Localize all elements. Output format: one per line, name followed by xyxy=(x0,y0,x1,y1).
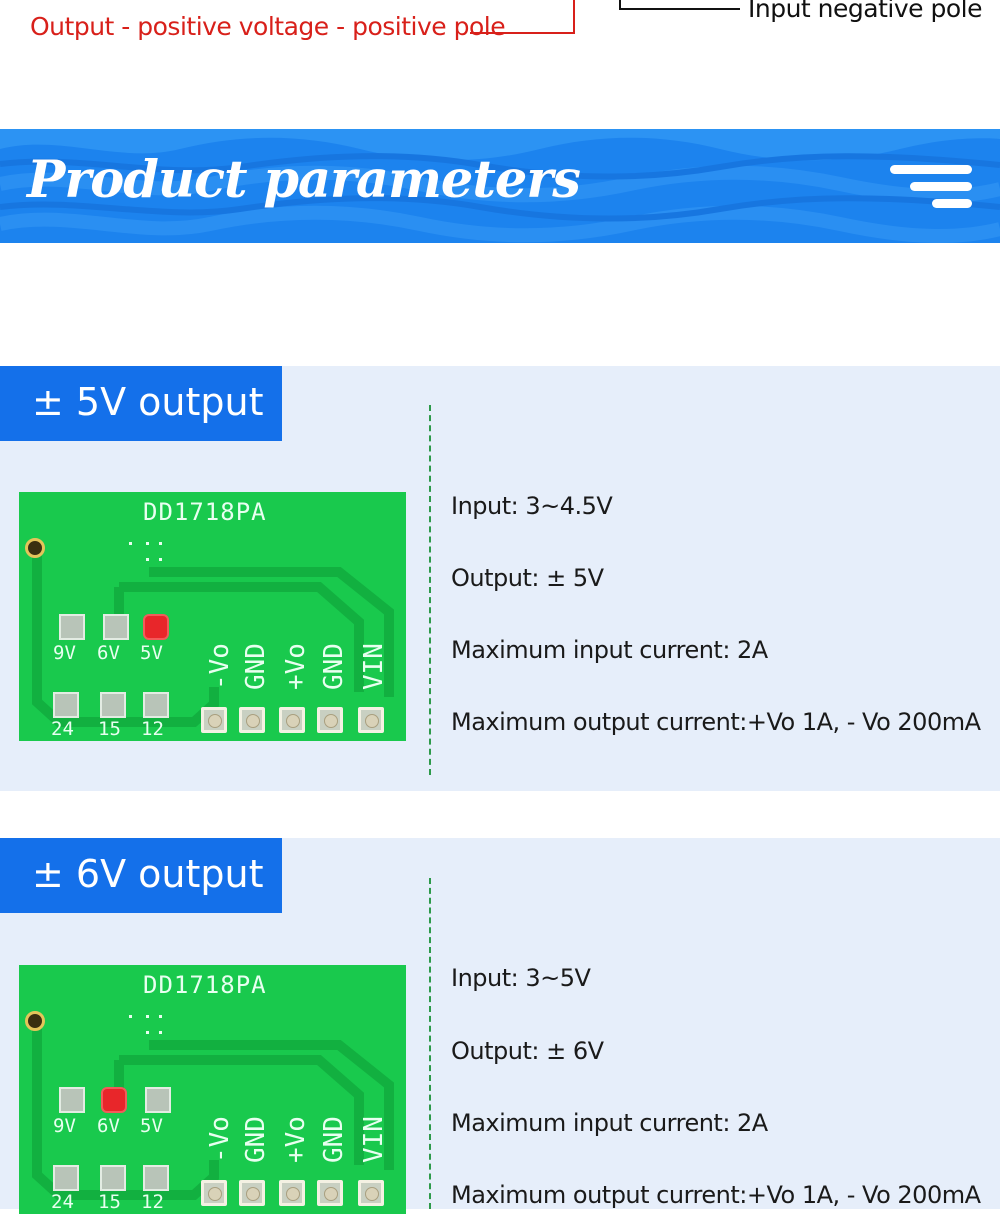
pcb-label-24: 24 xyxy=(51,1191,74,1213)
pin-hole xyxy=(279,1180,305,1206)
pcb-label-9v: 9V xyxy=(53,642,76,664)
annotation-leader-lines xyxy=(470,0,740,34)
pcb-label-12: 12 xyxy=(141,1191,164,1213)
pcb-label-9v: 9V xyxy=(53,1115,76,1137)
pad-24 xyxy=(53,692,79,718)
pcb-label-6v: 6V xyxy=(97,1115,120,1137)
spec-input: Input: 3~4.5V xyxy=(451,492,613,520)
spec-output: Output: ± 6V xyxy=(451,1037,604,1065)
pin-label-gnd-1: GND xyxy=(241,643,271,690)
pcb-label-5v: 5V xyxy=(140,642,163,664)
pcb-label-24: 24 xyxy=(51,718,74,740)
pcb-image: DD1718PA 9V 6V 5V 24 15 12 -Vo GND +Vo G… xyxy=(19,965,406,1214)
pin-label-vin: VIN xyxy=(359,1116,389,1163)
pad-5v xyxy=(145,1087,171,1113)
section-divider xyxy=(429,878,431,1209)
section-tab: ± 6V output xyxy=(0,838,282,913)
spec-output: Output: ± 5V xyxy=(451,564,604,592)
pcb-model-label: DD1718PA xyxy=(143,498,267,526)
pin-label-minus-vo: -Vo xyxy=(205,643,235,690)
pcb-label-12: 12 xyxy=(141,718,164,740)
menu-lines-icon xyxy=(890,165,972,209)
section-tab: ± 5V output xyxy=(0,366,282,441)
pad-12 xyxy=(143,692,169,718)
pin-hole xyxy=(358,1180,384,1206)
input-negative-pole-label: Input negative pole xyxy=(748,0,982,23)
pcb-traces xyxy=(32,1025,394,1200)
pin-hole xyxy=(279,707,305,733)
spec-max-output-current: Maximum output current:+Vo 1A, - Vo 200m… xyxy=(451,1181,981,1209)
pad-9v xyxy=(59,1087,85,1113)
pin-label-gnd-2: GND xyxy=(319,643,349,690)
pad-6v-selected xyxy=(101,1087,127,1113)
pad-12 xyxy=(143,1165,169,1191)
pad-5v-selected xyxy=(143,614,169,640)
pin-label-gnd-2: GND xyxy=(319,1116,349,1163)
pin-hole xyxy=(358,707,384,733)
pad-15 xyxy=(100,1165,126,1191)
pin-label-plus-vo: +Vo xyxy=(281,643,311,690)
section-tab-label: ± 6V output xyxy=(32,852,264,896)
pcb-traces xyxy=(32,552,394,727)
pad-6v xyxy=(103,614,129,640)
pin-label-minus-vo: -Vo xyxy=(205,1116,235,1163)
spec-input: Input: 3~5V xyxy=(451,964,591,992)
pin-label-gnd-1: GND xyxy=(241,1116,271,1163)
spec-max-output-current: Maximum output current:+Vo 1A, - Vo 200m… xyxy=(451,708,981,736)
banner-title: Product parameters xyxy=(27,150,581,210)
pin-hole xyxy=(317,1180,343,1206)
pad-15 xyxy=(100,692,126,718)
pad-24 xyxy=(53,1165,79,1191)
pcb-model-label: DD1718PA xyxy=(143,971,267,999)
pcb-via xyxy=(25,1011,45,1031)
pin-label-plus-vo: +Vo xyxy=(281,1116,311,1163)
pin-label-vin: VIN xyxy=(359,643,389,690)
output-positive-pole-label: Output - positive voltage - positive pol… xyxy=(30,12,506,41)
pin-hole xyxy=(201,707,227,733)
pcb-label-6v: 6V xyxy=(97,642,120,664)
pcb-label-5v: 5V xyxy=(140,1115,163,1137)
pcb-image: DD1718PA 9V 6V 5V 24 15 12 -Vo GND +Vo G… xyxy=(19,492,406,741)
pcb-label-15: 15 xyxy=(98,718,121,740)
pin-hole xyxy=(239,707,265,733)
banner-wave-pattern xyxy=(0,129,1000,243)
section-tab-label: ± 5V output xyxy=(32,380,264,424)
pad-9v xyxy=(59,614,85,640)
pin-hole xyxy=(201,1180,227,1206)
spec-max-input-current: Maximum input current: 2A xyxy=(451,1109,768,1137)
spec-max-input-current: Maximum input current: 2A xyxy=(451,636,768,664)
product-parameters-banner xyxy=(0,129,1000,243)
pin-hole xyxy=(239,1180,265,1206)
pcb-label-15: 15 xyxy=(98,1191,121,1213)
section-divider xyxy=(429,405,431,775)
pin-hole xyxy=(317,707,343,733)
pcb-via xyxy=(25,538,45,558)
